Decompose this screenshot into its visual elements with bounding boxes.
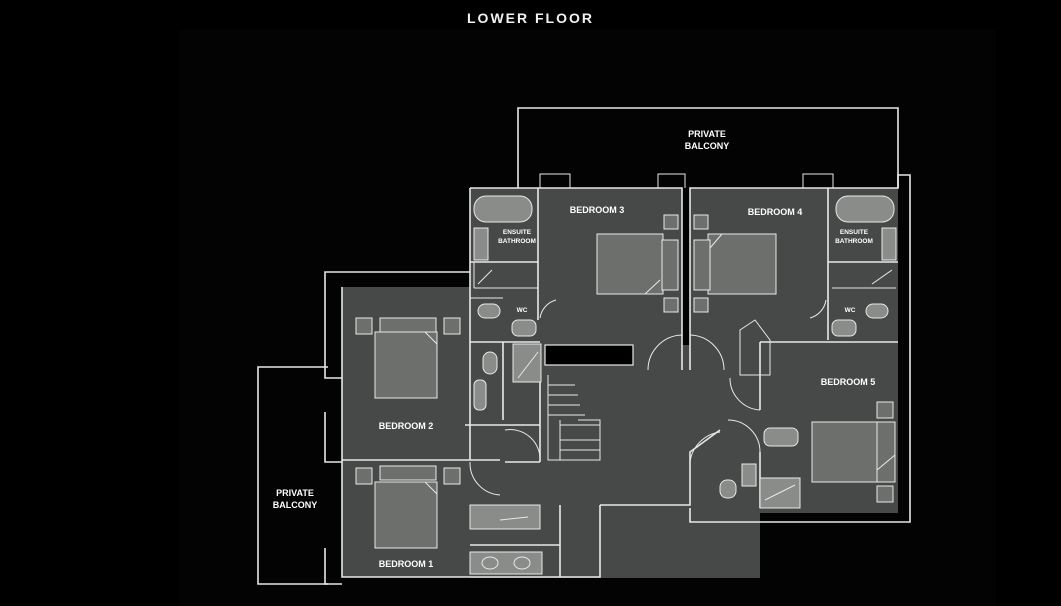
bedroom5-label: BEDROOM 5: [821, 377, 876, 387]
staircase: [544, 344, 634, 461]
left-wc-label: WC: [517, 307, 528, 314]
balcony-top-label-line1: PRIVATE: [688, 129, 726, 139]
balcony-top-label-line2: BALCONY: [685, 141, 730, 151]
right-wc-label: WC: [845, 307, 856, 314]
interior-walls: [342, 188, 898, 577]
bedroom1-furniture: [355, 465, 461, 549]
bedroom3-furniture: [596, 214, 679, 313]
balcony-left-label-line1: PRIVATE: [276, 488, 314, 498]
right-ensuite-label-line2: BATHROOM: [835, 238, 873, 245]
right-ensuite-label-line1: ENSUITE: [840, 229, 869, 236]
balcony-left-label-line2: BALCONY: [273, 500, 318, 510]
balcony-top: PRIVATE BALCONY: [517, 107, 899, 188]
left-ensuite-label-line2: BATHROOM: [498, 238, 536, 245]
door-swings: [469, 299, 827, 496]
bedroom5-furniture: [811, 401, 896, 503]
bedroom2-label: BEDROOM 2: [379, 421, 434, 431]
bedroom1-bath-fixtures: [469, 504, 543, 575]
bedroom4-label: BEDROOM 4: [748, 207, 803, 217]
bedroom4-furniture: [693, 214, 777, 313]
left-ensuite-label-line1: ENSUITE: [503, 229, 532, 236]
right-ensuite-fixtures: [739, 195, 897, 376]
balcony-left: PRIVATE BALCONY: [257, 366, 328, 585]
outer-walls: [324, 174, 911, 585]
bedroom3-label: BEDROOM 3: [570, 205, 625, 215]
floor-title: LOWER FLOOR: [467, 10, 594, 26]
bedroom5-bath-fixtures: [719, 427, 801, 509]
bedroom1-label: BEDROOM 1: [379, 559, 434, 569]
bedroom2-furniture: [355, 317, 461, 399]
left-ensuite-fixtures: [470, 195, 542, 411]
